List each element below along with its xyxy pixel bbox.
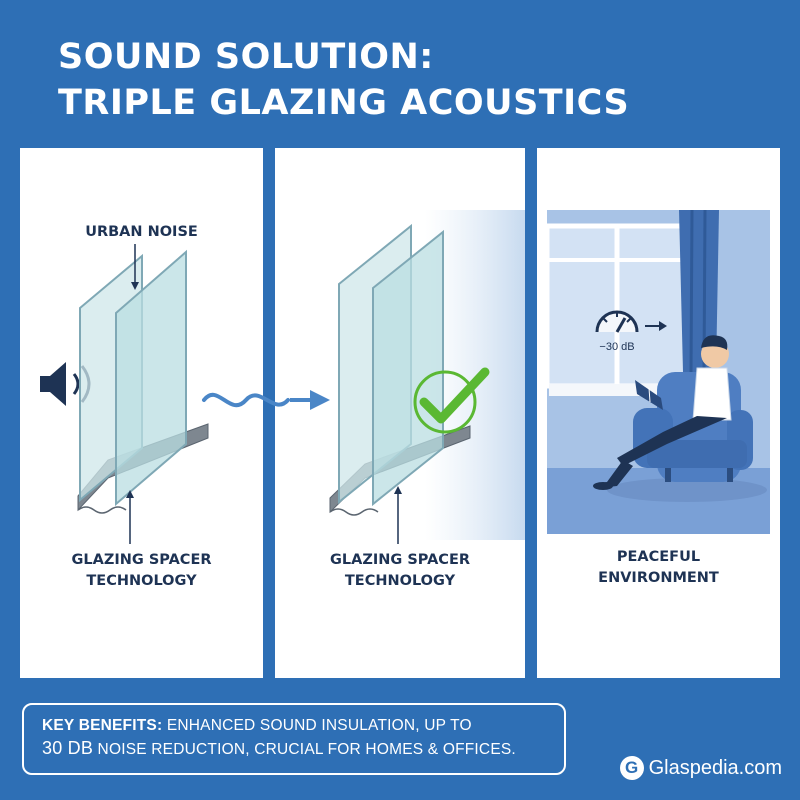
benefits-text-1: ENHANCED SOUND INSULATION, UP TO [166,717,472,734]
spacer-label-1-line-2: TECHNOLOGY [86,573,197,589]
spacer-label-2-line-2: TECHNOLOGY [344,573,456,589]
page-title: SOUND SOLUTION: TRIPLE GLAZING ACOUSTICS [58,34,629,126]
glazing-illustration-2 [329,210,525,544]
glass-panes [79,249,187,507]
panel-peaceful-environment: −30 dB PEACEFUL ENVIRONMENT [537,148,780,678]
rug [607,478,767,502]
spacer-label-2: GLAZING SPACER TECHNOLOGY [275,550,525,592]
sound-wave-arrow-icon [202,390,330,410]
title-line-1: SOUND SOLUTION: [58,37,434,77]
urban-noise-label: URBAN NOISE [85,224,198,240]
title-line-2: TRIPLE GLAZING ACOUSTICS [58,83,630,123]
decibel-label: −30 dB [599,341,634,353]
checkmark-icon [413,367,490,434]
peaceful-label-line-2: ENVIRONMENT [598,570,719,586]
benefits-line-1: KEY BENEFITS: ENHANCED SOUND INSULATION,… [42,715,564,737]
brand-link[interactable]: G Glaspedia.com [619,756,782,780]
arrow-up-icon [126,490,134,544]
spacer-label-1: GLAZING SPACER TECHNOLOGY [20,550,263,592]
spacer-label-2-line-1: GLAZING SPACER [329,552,471,568]
arrow-up-icon [394,486,402,544]
arrow-right-icon [645,321,667,331]
window [544,223,709,396]
arrow-down-icon [131,244,139,290]
room-illustration: −30 dB [544,209,770,535]
peaceful-label: PEACEFUL ENVIRONMENT [537,547,780,589]
panel-urban-noise: URBAN NOISE GLAZING SPACER TECHNOLOGY [20,148,263,678]
benefits-lead: KEY BENEFITS: [42,717,163,734]
reading-person [593,335,732,490]
benefits-line-2: 30 dB NOISE REDUCTION, CRUCIAL FOR HOMES… [42,737,564,761]
benefits-text-2: NOISE REDUCTION, CRUCIAL FOR HOMES & OFF… [97,741,516,758]
brand-logo-icon: G [619,756,644,780]
brand-name: Glaspedia.com [648,756,782,779]
glass-panes [338,223,444,507]
peaceful-label-line-1: PEACEFUL [616,549,701,565]
glazing-illustration-1 [40,244,209,544]
benefits-big: 30 dB [42,738,94,758]
decibel-meter-icon [595,310,639,333]
key-benefits-box: KEY BENEFITS: ENHANCED SOUND INSULATION,… [22,703,566,775]
panel-spacer-technology: GLAZING SPACER TECHNOLOGY [275,148,525,678]
spacer-label-1-line-1: GLAZING SPACER [71,552,212,568]
